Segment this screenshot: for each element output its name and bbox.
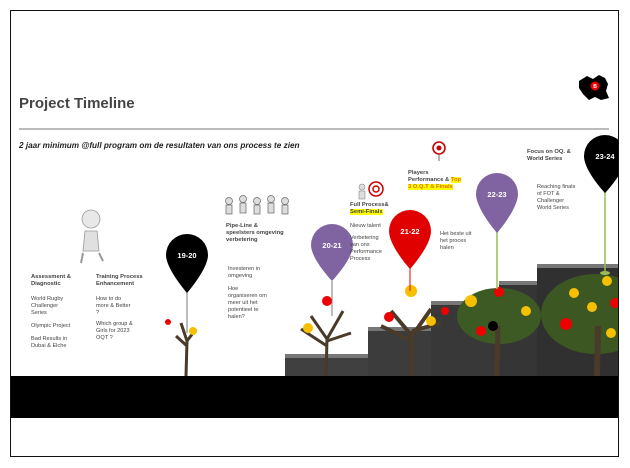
belgium-map-logo: B	[579, 75, 609, 100]
pin-20-21: 20-21	[311, 224, 353, 281]
col1-header: Assessment &Diagnostic	[31, 274, 71, 287]
col2-text: How to do more & Better ? Which group & …	[96, 296, 133, 341]
pin-21-22: 21-22	[389, 210, 431, 269]
tree-2	[300, 310, 352, 377]
col4-text: Nieuw talent Verbetering van ons Perform…	[350, 223, 383, 262]
col3-text: Investeren in omgeving Hoe organiseren o…	[228, 266, 267, 320]
col5-text: Het beste uit het proces halen	[440, 231, 472, 251]
question-person-icon	[80, 209, 104, 264]
timeline-graphic: 19-20 20-21 21-22 22-23 23-24	[80, 135, 618, 377]
svg-text:B: B	[593, 84, 597, 90]
target-small-icon	[358, 181, 384, 200]
pin-label-20-21: 20-21	[322, 241, 341, 250]
title-divider	[19, 128, 609, 130]
col6-text: Reaching finals of FOT & Challenger Worl…	[537, 184, 576, 211]
target-icon	[432, 141, 446, 161]
slide-subtitle: 2 jaar minimum @full program om de resul…	[19, 141, 300, 150]
slide: Project Timeline 2 jaar minimum @full pr…	[10, 10, 619, 457]
pin-label-22-23: 22-23	[487, 190, 506, 199]
bottom-bar	[11, 376, 618, 418]
pin-22-23: 22-23	[476, 173, 518, 233]
pin-19-20: 19-20	[166, 234, 208, 293]
page-title: Project Timeline	[19, 95, 135, 112]
pin-23-24: 23-24	[584, 135, 618, 193]
pin-label-23-24: 23-24	[595, 152, 615, 161]
pin-label-19-20: 19-20	[177, 251, 196, 260]
tree-3	[380, 307, 442, 377]
col5-header: Players Performance & Top 3 O.Q.T & Fina…	[408, 170, 462, 190]
col4-header: Full Process&Semi-Finals	[350, 202, 389, 215]
col1-text: World Rugby Challenger Series Olympic Pr…	[31, 296, 71, 349]
col6-header: Focus on OQ. &World Series	[527, 149, 571, 162]
pin-label-21-22: 21-22	[400, 227, 419, 236]
team-people-icon	[225, 195, 289, 215]
